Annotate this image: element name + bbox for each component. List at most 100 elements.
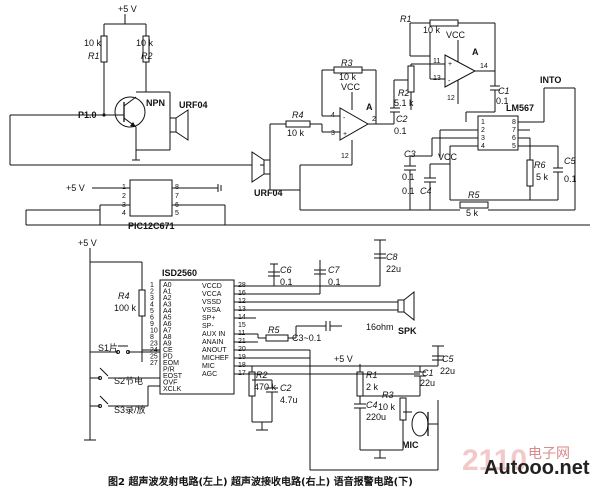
isd2560-left-pin: 9 (150, 321, 154, 328)
lm567-pin-6: 6 (512, 135, 516, 142)
rx-r6-resistor (526, 159, 534, 187)
isd2560-left-pin: 8 (150, 334, 154, 341)
voice-r5-resistor (265, 334, 289, 342)
isd2560-left-label: A3 (163, 302, 172, 309)
voice-c1-ref: C1 (422, 368, 434, 378)
isd2560-left-pin: 2 (150, 289, 154, 296)
rx-c2-value: 0.1 (394, 126, 407, 136)
rx-c5-ref: C5 (564, 156, 576, 166)
voice-r2-ref: R2 (256, 370, 268, 380)
rx-r6-value: 5 k (536, 172, 549, 182)
isd2560-left-label: A4 (163, 308, 172, 315)
isd2560-left-label: A0 (163, 282, 172, 289)
transmitter-circuit: +5 V 10 k R1 10 k R2 NPN P1.0 URF04 (9, 4, 590, 231)
isd2560-left-label: P/R (163, 367, 175, 374)
isd2560-left-label: EOST (163, 373, 183, 380)
isd2560-right-label: AUX IN (202, 331, 225, 338)
voice-c6-value: 0.1 (280, 277, 293, 287)
lm567-pin-2: 2 (481, 127, 485, 134)
rx-c3-value: 0.1 (402, 172, 415, 182)
lm567-pin-3: 3 (481, 135, 485, 142)
voice-c1-value: 22u (420, 378, 435, 388)
rx-r3-value: 10 k (339, 72, 357, 82)
isd2560-right-label: ANAIN (202, 339, 223, 346)
isd2560-left-label: A9 (163, 341, 172, 348)
voice-r1-ref: R1 (366, 370, 378, 380)
rx-c5-value: 0.1 (564, 174, 577, 184)
isd2560-left-label: EOM (163, 360, 179, 367)
isd2560-left-pin: 10 (150, 328, 158, 335)
isd2560-left-pin: 25 (150, 354, 158, 361)
rx-a2-pin-11: 11 (433, 58, 440, 65)
rx-vcc2-label: VCC (341, 82, 361, 92)
voice-c2-value: 4.7u (280, 395, 298, 405)
voice-s1-label: S1片 (98, 342, 118, 353)
isd2560-right-label: ANOUT (202, 347, 227, 354)
voice-r2-value: 470 k (254, 382, 277, 392)
rx-vcc1-label: VCC (446, 30, 466, 40)
rx-vcc3-label: VCC (438, 152, 458, 162)
rx-r1-ref: R1 (400, 14, 412, 24)
pic-chip-label: PIC12C671 (128, 221, 175, 231)
isd2560-left-label: CE (163, 347, 173, 354)
isd2560-left-pin: 5 (150, 308, 154, 315)
isd2560-left-label: A2 (163, 295, 172, 302)
voice-r1-resistor (356, 371, 364, 397)
voice-c3-label: C3~0.1 (292, 333, 321, 343)
isd2560-left-label: A5 (163, 315, 172, 322)
voice-c2-ref: C2 (280, 383, 292, 393)
voice-c5-value: 22u (440, 366, 455, 376)
rx-c1-ref: C1 (498, 86, 510, 96)
isd2560-left-pin: 6 (150, 315, 154, 322)
lm567-label: LM567 (506, 103, 534, 113)
lm567-chip (477, 115, 519, 151)
tx-transistor-label: NPN (146, 98, 165, 108)
isd2560-chip (159, 279, 235, 395)
rx-transducer-label: URF04 (254, 188, 283, 198)
isd2560-left-pin: 4 (150, 302, 154, 309)
isd2560-left-label: A6 (163, 321, 172, 328)
receiver-circuit: A - + 4 3 2 12 R3 10 k VCC R4 10 k URF04 (251, 14, 577, 218)
voice-c5-ref: C5 (442, 354, 454, 364)
tx-transducer (169, 117, 177, 133)
rx-r2-value: 5.1 k (394, 98, 414, 108)
voice-r3-value: 10 k (378, 402, 396, 412)
svg-text:-: - (448, 78, 451, 85)
isd2560-right-label: MIC (202, 363, 215, 370)
isd2560-left-label: OVF (163, 380, 177, 387)
isd2560-left-label: A1 (163, 289, 172, 296)
voice-r3-ref: R3 (382, 390, 394, 400)
isd2560-right-label: SP- (202, 323, 214, 330)
pic-pin-5: 5 (175, 210, 179, 217)
voice-r5-ref: R5 (268, 325, 280, 335)
voice-s3-label: S3录/放 (114, 404, 146, 415)
watermark-tagline: 电子网 (528, 446, 570, 462)
watermark-brand: 2110 (462, 444, 527, 477)
voice-r4-ref: R4 (118, 291, 130, 301)
microphone (411, 411, 429, 437)
rx-r4-resistor (285, 120, 311, 128)
voice-s3-switch[interactable] (99, 395, 109, 405)
rx-c1-value: 0.1 (496, 96, 509, 106)
voice-s2-switch[interactable] (99, 367, 109, 377)
voice-r1-value: 2 k (366, 382, 379, 392)
isd2560-right-label: VSSA (202, 307, 221, 314)
rx-r4-value: 10 k (287, 128, 305, 138)
speaker (397, 299, 405, 313)
rx-a1-pin-3: 3 (331, 130, 335, 137)
voice-mic-supply: +5 V (334, 354, 353, 364)
tx-mcu-supply: +5 V (66, 183, 85, 193)
tx-r1-resistor (100, 35, 108, 63)
pic12c671-chip (129, 179, 173, 217)
tx-npn-transistor (114, 96, 146, 128)
rx-c4-value: 0.1 (402, 186, 415, 196)
isd2560-right-label: VSSD (202, 299, 221, 306)
rx-opamp1-label: A (366, 102, 373, 112)
rx-r6-ref: R6 (534, 160, 546, 170)
rx-a1-pin-2: 2 (372, 116, 376, 123)
voice-supply-label: +5 V (78, 238, 97, 248)
tx-r1-ref: R1 (88, 51, 100, 61)
isd2560-left-pin: 23 (150, 341, 158, 348)
rx-r5-resistor (459, 201, 489, 209)
